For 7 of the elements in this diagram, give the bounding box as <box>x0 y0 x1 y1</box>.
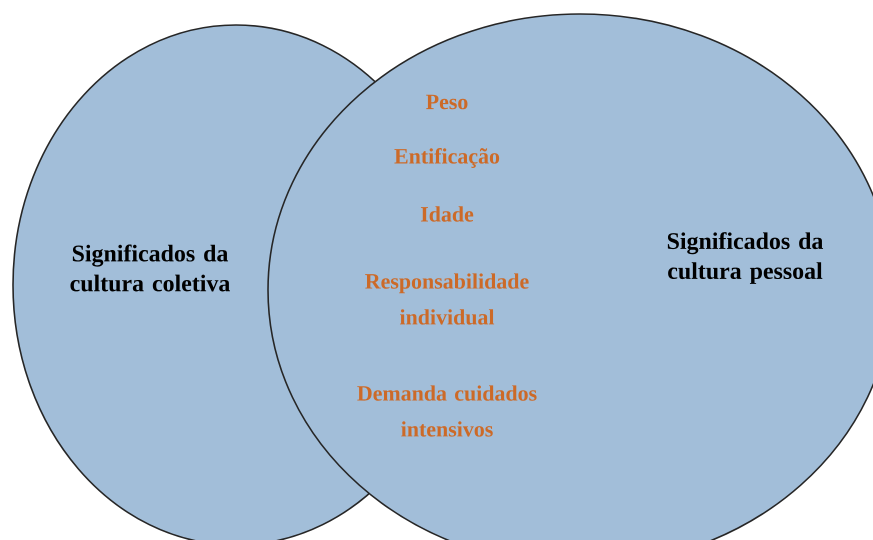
circle-label: Significados da cultura coletiva <box>70 244 230 292</box>
overlap-label: Demanda cuidados intensivos <box>357 385 537 437</box>
overlap-label: Idade <box>420 206 474 222</box>
overlap-label: Entificação <box>394 148 500 168</box>
circle-label: Significados da cultura pessoal <box>668 232 824 284</box>
overlap-label: Responsabilidade individual <box>365 273 529 325</box>
overlap-label: Peso <box>426 94 468 110</box>
